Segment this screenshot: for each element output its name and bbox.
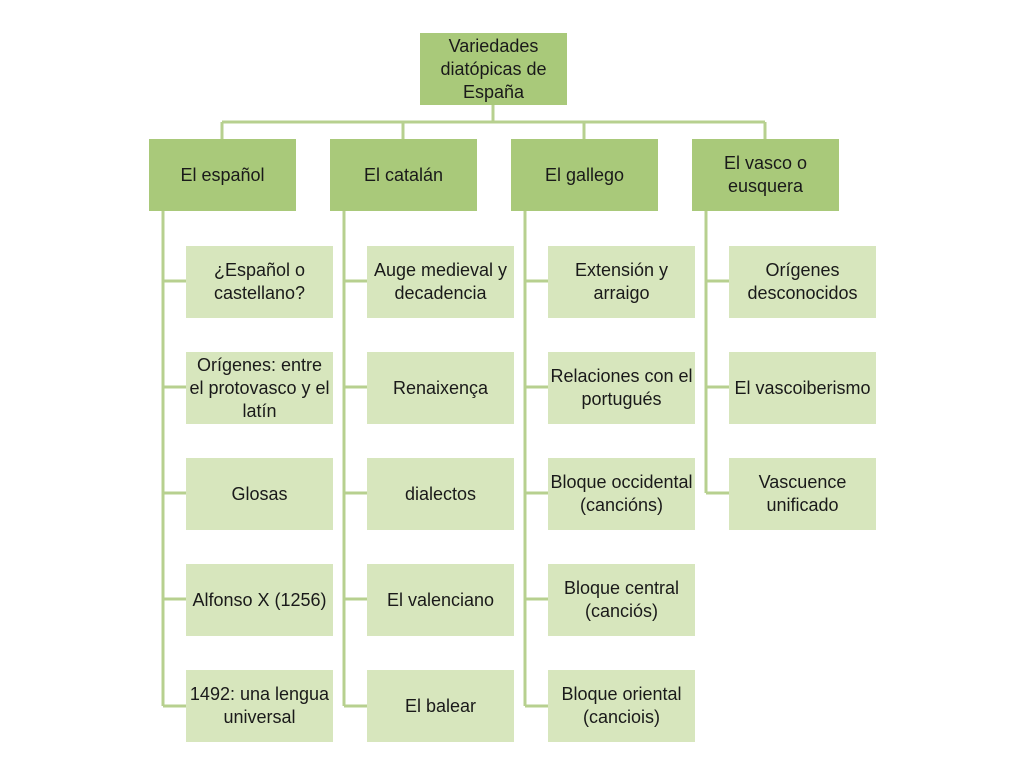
- node-catalan-5: El balear: [367, 670, 514, 742]
- branch-vasco: El vasco o eusquera: [692, 139, 839, 211]
- node-gallego-2: Relaciones con el portugués: [548, 352, 695, 424]
- node-espanol-2: Orígenes: entre el protovasco y el latín: [186, 352, 333, 424]
- branch-label: El catalán: [363, 164, 444, 185]
- node-catalan-4: El valenciano: [367, 564, 514, 636]
- branch-gallego: El gallego: [511, 139, 658, 211]
- node-label: Orígenes: entre el protovasco y el latín: [189, 354, 330, 421]
- node-gallego-5: Bloque oriental (canciois): [548, 670, 695, 742]
- node-label: El valenciano: [386, 589, 495, 610]
- node-label: Auge medieval y decadencia: [373, 260, 508, 303]
- node-gallego-1: Extensión y arraigo: [548, 246, 695, 318]
- node-label: Renaixença: [392, 377, 489, 398]
- node-catalan-1: Auge medieval y decadencia: [367, 246, 514, 318]
- node-label: Bloque occidental (cancións): [550, 472, 693, 515]
- node-espanol-1: ¿Español o castellano?: [186, 246, 333, 318]
- node-label: Vascuence unificado: [758, 472, 847, 515]
- node-label: El vascoiberismo: [734, 377, 871, 398]
- node-label: ¿Español o castellano?: [213, 260, 306, 303]
- branch-espanol: El español: [149, 139, 296, 211]
- node-espanol-4: Alfonso X (1256): [186, 564, 333, 636]
- branch-label: El vasco o eusquera: [723, 153, 808, 196]
- node-label: 1492: una lengua universal: [189, 684, 330, 727]
- node-label: Alfonso X (1256): [192, 589, 327, 610]
- node-vasco-2: El vascoiberismo: [729, 352, 876, 424]
- node-label: Bloque central (canciós): [563, 578, 680, 621]
- node-catalan-3: dialectos: [367, 458, 514, 530]
- node-espanol-5: 1492: una lengua universal: [186, 670, 333, 742]
- node-label: Glosas: [231, 483, 288, 504]
- node-label: Extensión y arraigo: [574, 260, 669, 303]
- node-label: Orígenes desconocidos: [747, 260, 858, 303]
- branch-label: El español: [180, 164, 265, 185]
- node-vasco-1: Orígenes desconocidos: [729, 246, 876, 318]
- branch-catalan: El catalán: [330, 139, 477, 211]
- node-vasco-3: Vascuence unificado: [729, 458, 876, 530]
- branch-label: El gallego: [544, 164, 625, 185]
- node-label: Bloque oriental (canciois): [561, 684, 682, 727]
- root-node: Variedades diatópicas de España: [420, 33, 567, 105]
- root-node-label: Variedades diatópicas de España: [440, 35, 547, 102]
- node-catalan-2: Renaixença: [367, 352, 514, 424]
- node-gallego-4: Bloque central (canciós): [548, 564, 695, 636]
- node-gallego-3: Bloque occidental (cancións): [548, 458, 695, 530]
- node-label: Relaciones con el portugués: [550, 366, 693, 409]
- node-label: El balear: [404, 695, 477, 716]
- node-espanol-3: Glosas: [186, 458, 333, 530]
- node-label: dialectos: [404, 483, 477, 504]
